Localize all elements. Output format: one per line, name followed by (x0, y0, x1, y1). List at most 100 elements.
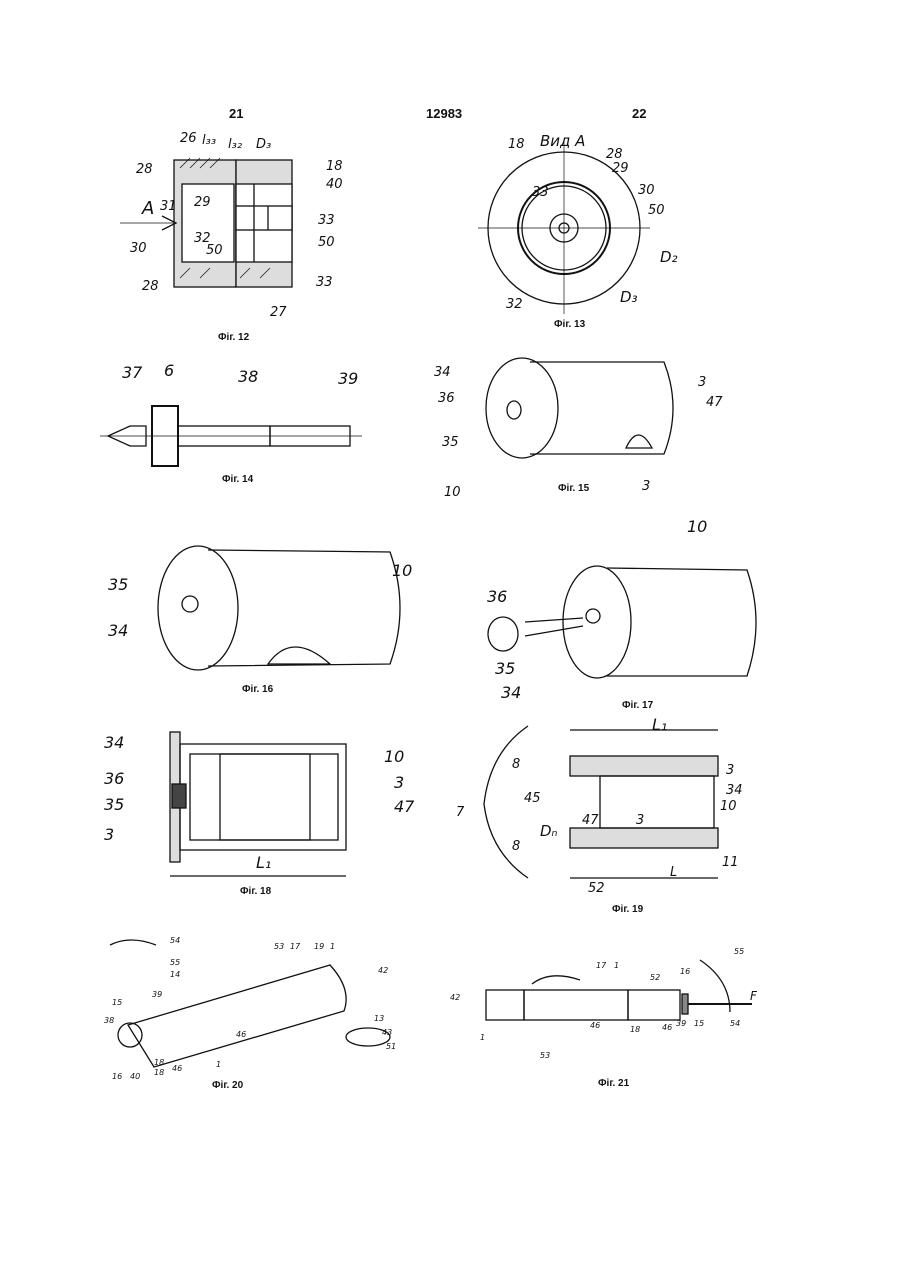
label-47: 47 (706, 395, 723, 410)
label-10: 10 (720, 799, 737, 814)
label-dn: Dₙ (540, 822, 558, 840)
label-35: 35 (104, 795, 124, 814)
label-46-right: 46 (236, 1030, 246, 1039)
caption-fig-18: Фіг. 18 (240, 886, 271, 897)
label-53: 53 (274, 942, 284, 951)
label-47: 47 (394, 797, 415, 816)
label-33: 33 (532, 185, 549, 200)
label-28: 28 (606, 147, 623, 162)
figure-15-drawing: 34 36 35 10 3 47 3 (420, 350, 720, 495)
label-l1: L₁ (256, 853, 271, 872)
label-view-a: A (141, 198, 154, 219)
label-50-right: 50 (318, 235, 335, 250)
label-40: 40 (326, 177, 343, 192)
label-18-bottom: 18 (154, 1058, 164, 1067)
label-33-right: 33 (318, 213, 335, 228)
caption-fig-13: Фіг. 13 (554, 319, 585, 330)
caption-fig-21: Фіг. 21 (598, 1078, 629, 1089)
caption-fig-14: Фіг. 14 (222, 474, 253, 485)
label-45: 45 (524, 791, 541, 806)
label-3-bottom: 3 (642, 479, 650, 494)
label-42: 42 (378, 966, 388, 975)
label-54: 54 (170, 936, 180, 945)
caption-fig-19: Фіг. 19 (612, 904, 643, 915)
label-52: 52 (650, 973, 660, 982)
label-18: 18 (508, 137, 525, 152)
figure-16-drawing: 35 34 10 (100, 540, 430, 680)
label-14: 14 (170, 970, 180, 979)
label-33-bottom: 33 (316, 275, 333, 290)
label-38: 38 (238, 367, 258, 386)
view-a-title: Вид A (540, 132, 585, 150)
label-43: 43 (382, 1028, 392, 1037)
label-39: 39 (152, 990, 162, 999)
label-55: 55 (170, 958, 180, 967)
right-page-number: 22 (632, 106, 646, 121)
label-10: 10 (392, 561, 412, 580)
label-34: 34 (501, 683, 521, 702)
label-13: 13 (374, 1014, 384, 1023)
label-1-top: 1 (330, 942, 335, 951)
label-29: 29 (612, 161, 629, 176)
label-40: 40 (130, 1072, 140, 1081)
label-16: 16 (680, 967, 690, 976)
label-1-bottom: 1 (480, 1033, 485, 1042)
label-36: 36 (104, 769, 124, 788)
figure-17-drawing: 36 10 35 34 (455, 520, 775, 700)
label-d3: D₃ (256, 137, 271, 152)
label-36: 36 (487, 587, 507, 606)
label-3-top: 3 (726, 763, 734, 778)
label-15: 15 (112, 998, 122, 1007)
label-46-right: 46 (662, 1023, 672, 1032)
label-34: 34 (726, 783, 743, 798)
label-30: 30 (130, 241, 147, 256)
label-3-top: 3 (698, 375, 706, 390)
label-16: 16 (112, 1072, 122, 1081)
label-53: 53 (540, 1051, 550, 1060)
caption-fig-16: Фіг. 16 (242, 684, 273, 695)
label-28-bottom: 28 (142, 279, 159, 294)
label-d3: D₃ (620, 288, 638, 306)
label-8-bottom: 8 (512, 839, 520, 854)
caption-fig-17: Фіг. 17 (622, 700, 653, 711)
label-18: 18 (630, 1025, 640, 1034)
label-35: 35 (495, 659, 515, 678)
label-35: 35 (108, 575, 128, 594)
label-6: 6 (164, 361, 174, 380)
label-d2: D₂ (660, 248, 678, 266)
label-38: 38 (104, 1016, 114, 1025)
label-l: L (670, 865, 677, 880)
label-35: 35 (442, 435, 459, 450)
label-50: 50 (648, 203, 665, 218)
label-f: F (750, 989, 758, 1003)
patent-number: 12983 (426, 106, 462, 121)
label-31: 31 (160, 199, 177, 214)
label-17: 17 (290, 942, 301, 951)
label-36: 36 (438, 391, 455, 406)
label-18: 18 (326, 159, 343, 174)
label-26: 26 (180, 131, 197, 146)
figure-20-drawing: 54 55 14 39 15 38 53 17 19 1 42 13 43 51… (100, 925, 420, 1077)
label-55: 55 (734, 947, 744, 956)
label-15: 15 (694, 1019, 704, 1028)
label-19: 19 (314, 942, 324, 951)
label-39: 39 (676, 1019, 686, 1028)
label-7: 7 (456, 805, 465, 820)
label-29: 29 (194, 195, 211, 210)
label-27: 27 (270, 305, 287, 320)
label-52: 52 (588, 881, 605, 896)
label-11: 11 (722, 855, 739, 870)
label-8-top: 8 (512, 757, 520, 772)
figure-19-drawing: L₁ 8 3 34 7 45 Dₙ 47 3 10 8 11 L 52 (450, 712, 740, 897)
label-37: 37 (122, 363, 143, 382)
label-46: 46 (172, 1064, 182, 1073)
label-32: 32 (506, 297, 523, 312)
label-34: 34 (104, 733, 124, 752)
label-47: 47 (582, 813, 599, 828)
left-page-number: 21 (229, 106, 243, 121)
figure-13-drawing: Вид A 18 28 29 30 33 50 D₂ D₃ 32 (470, 128, 680, 323)
caption-fig-15: Фіг. 15 (558, 483, 589, 494)
label-1-top: 1 (614, 961, 619, 970)
figure-18-drawing: 34 36 35 3 10 3 47 L₁ (100, 728, 420, 883)
label-10: 10 (687, 517, 707, 536)
